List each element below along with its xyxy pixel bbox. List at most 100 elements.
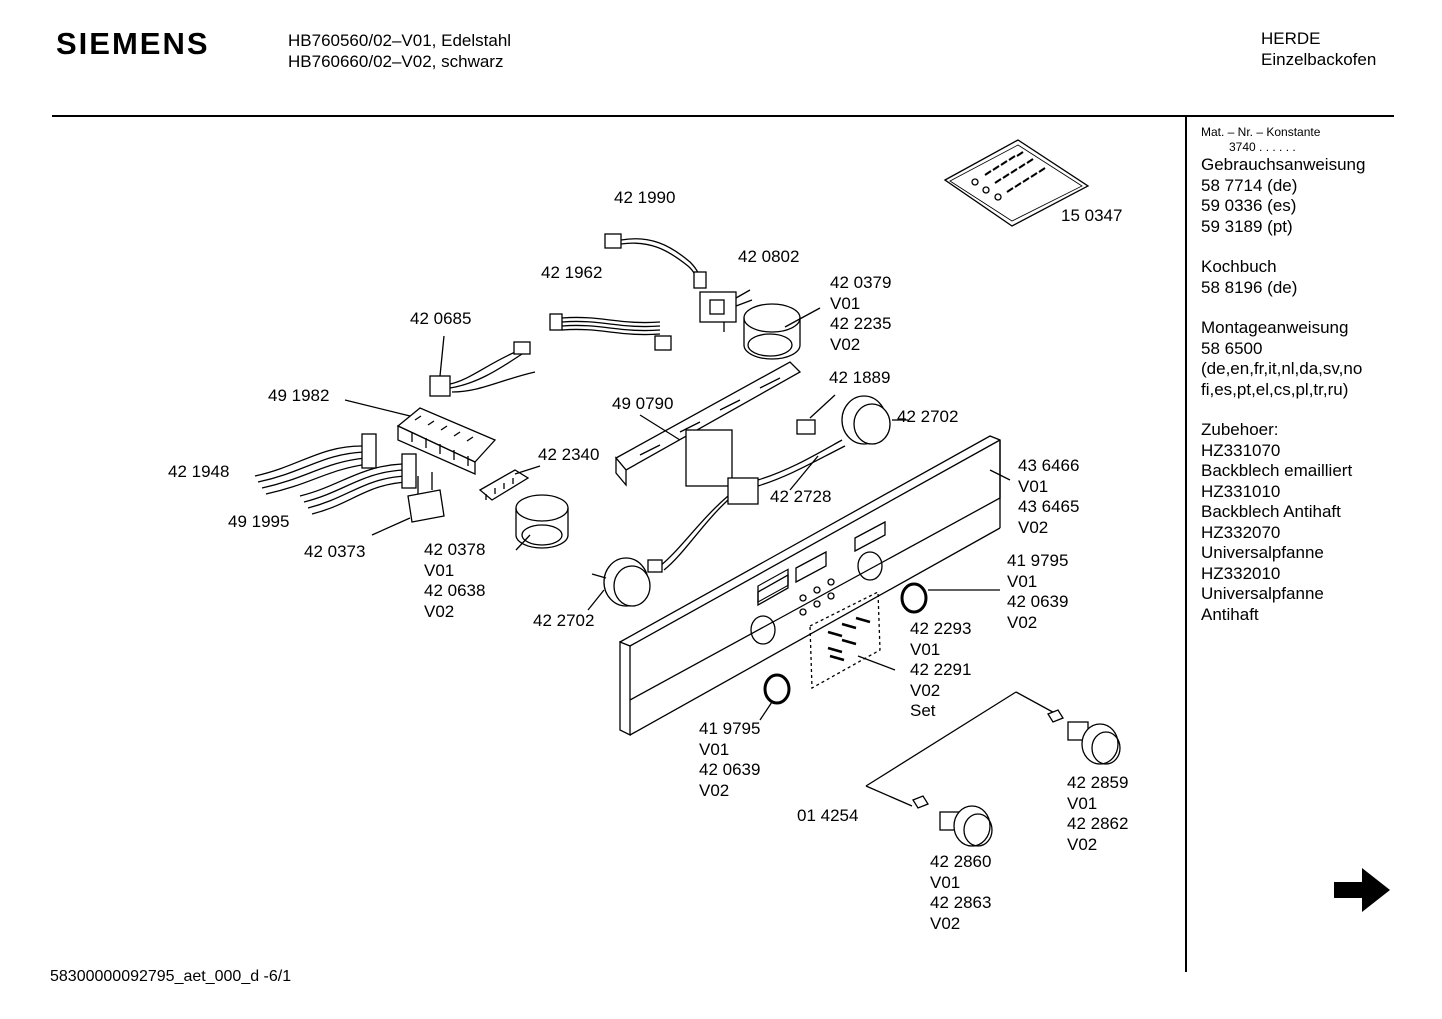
sidebar-line: HZ331070	[1201, 440, 1281, 460]
part-number: 42 2860	[930, 852, 992, 871]
model-line: HB760560/02–V01, Edelstahl	[288, 31, 512, 50]
wire-set-part	[254, 433, 417, 515]
lamp-socket-part	[743, 303, 821, 360]
ring-part	[759, 582, 1000, 721]
part-number: 42 0802	[738, 247, 800, 266]
part-number: 49 0790	[612, 394, 674, 413]
part-number: V02	[930, 913, 961, 933]
documentation-sidebar: Mat. – Nr. – Konstante 3740 . . . . . . …	[1201, 125, 1401, 645]
model-list: HB760560/02–V01, Edelstahl HB760660/02–V…	[288, 30, 511, 72]
part-label: 49 0790	[612, 394, 673, 415]
part-number: 42 0685	[410, 309, 472, 328]
sidebar-line: Universalpfanne	[1201, 584, 1324, 603]
part-number: 42 0638	[424, 581, 486, 600]
sidebar-line: 58 8196 (de)	[1201, 277, 1298, 297]
part-number: V01	[699, 739, 730, 759]
part-number: V02	[1007, 612, 1038, 632]
thermostat-bottom-part	[587, 557, 651, 611]
part-number: V01	[1018, 476, 1049, 496]
part-label: 42 0685	[410, 309, 471, 330]
part-number: Set	[910, 701, 936, 720]
sidebar-line: Montageanweisung	[1201, 318, 1349, 337]
part-number: 42 2862	[1067, 814, 1129, 833]
part-label: 42 2702	[897, 407, 958, 428]
next-page-arrow-icon[interactable]	[1334, 868, 1390, 912]
sidebar-line: (de,en,fr,it,nl,da,sv,no	[1201, 359, 1363, 378]
part-number: 42 1962	[541, 263, 603, 282]
part-number: V02	[910, 680, 941, 700]
sidebar-line: HZ332010	[1201, 563, 1281, 583]
thermostat-part	[796, 394, 908, 445]
part-number: V01	[1067, 793, 1098, 813]
lamp-socket-left-part	[515, 494, 569, 551]
part-number: 42 2340	[538, 445, 600, 464]
part-number: 42 0373	[304, 542, 366, 561]
part-number: 42 1948	[168, 462, 230, 481]
part-label: 49 1982	[268, 386, 329, 407]
part-label: 42 1889	[829, 368, 890, 389]
part-label: 49 1995	[228, 512, 289, 533]
mat-value: 3740 . . . . . .	[1229, 140, 1296, 154]
control-bracket-part	[614, 361, 802, 487]
header-divider	[52, 115, 1394, 117]
sidebar-line: 59 3189 (pt)	[1201, 216, 1293, 236]
product-category: HERDE Einzelbackofen	[1261, 28, 1376, 70]
sidebar-line: 59 0336 (es)	[1201, 196, 1297, 215]
part-number: 41 9795	[699, 719, 761, 738]
part-number: V02	[699, 780, 730, 800]
part-number: 42 0379	[830, 273, 892, 292]
part-number: 49 1995	[228, 512, 290, 531]
part-number: 42 0378	[424, 540, 486, 559]
document-footer: 58300000092795_aet_000_d -6/1	[50, 968, 292, 985]
switch-part	[699, 289, 753, 332]
part-label: 42 2340	[538, 445, 599, 466]
part-number: 43 6466	[1018, 456, 1080, 475]
part-number: 42 2235	[830, 314, 892, 333]
part-label: 42 0802	[738, 247, 799, 268]
brand-logo: SIEMENS	[56, 26, 210, 61]
part-label: 15 0347	[1061, 206, 1122, 227]
sidebar-line: 58 6500	[1201, 338, 1263, 358]
sidebar-line: Antihaft	[1201, 604, 1259, 624]
sidebar-line: 58 7714 (de)	[1201, 175, 1298, 195]
part-number: 42 0639	[1007, 592, 1069, 611]
part-number: 42 0639	[699, 760, 761, 779]
part-number: 42 2293	[910, 619, 972, 638]
part-number: V01	[930, 872, 961, 892]
part-label: 42 1948	[168, 462, 229, 483]
part-number: 42 2702	[533, 611, 595, 630]
mat-header: Mat. – Nr. – Konstante	[1201, 125, 1321, 139]
wire-harness-part	[604, 233, 707, 289]
screw-bag-part	[943, 139, 1090, 227]
part-number: V02	[1067, 834, 1098, 854]
part-label: 42 1990	[614, 188, 675, 209]
part-number: V02	[1018, 517, 1049, 537]
sidebar-line: HZ332070	[1201, 522, 1281, 542]
category-line: HERDE	[1261, 29, 1321, 48]
connector-cable-part	[429, 335, 536, 397]
sidebar-line: Backblech Antihaft	[1201, 502, 1341, 521]
part-label: 42 2702	[533, 611, 594, 632]
part-number: V01	[830, 293, 861, 313]
part-number: 49 1982	[268, 386, 330, 405]
part-number: 15 0347	[1061, 206, 1123, 225]
sidebar-divider	[1185, 117, 1187, 972]
part-number: 42 2702	[897, 407, 959, 426]
sidebar-line: Universalpfanne	[1201, 543, 1324, 562]
part-label: 42 2728	[770, 487, 831, 508]
sidebar-line: Gebrauchsanweisung	[1201, 155, 1366, 174]
part-number: 01 4254	[797, 806, 859, 825]
clip-part	[478, 465, 541, 501]
part-number: 42 2863	[930, 893, 992, 912]
